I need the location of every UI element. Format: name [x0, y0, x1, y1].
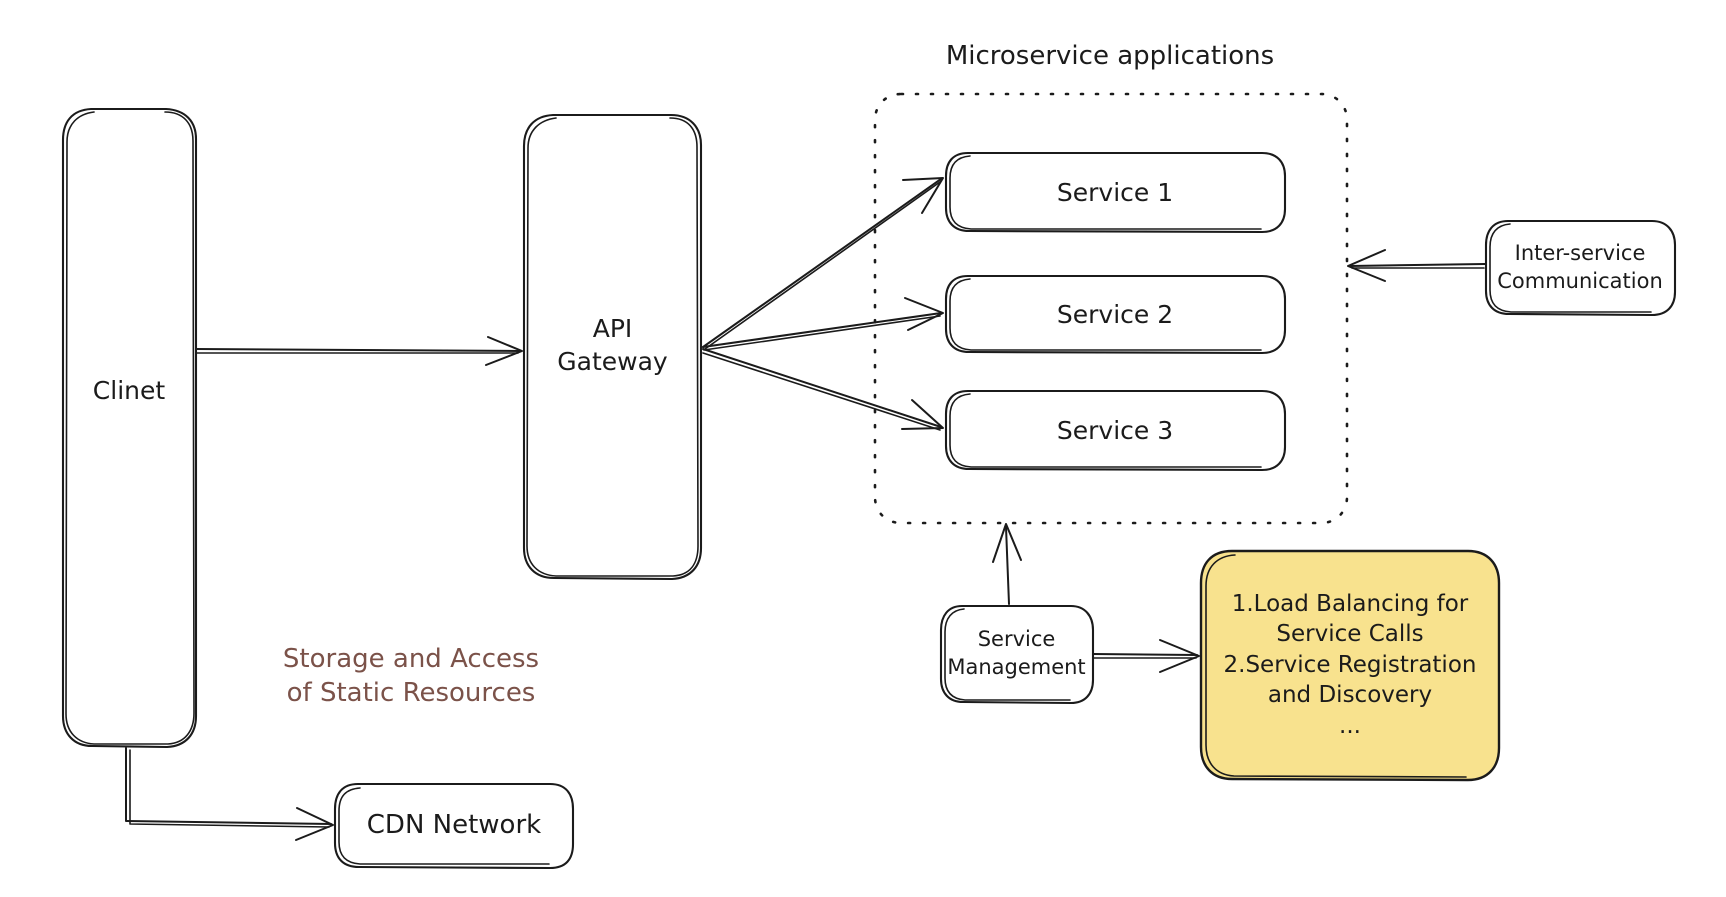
edge-api-gateway-to-service-3: [702, 348, 944, 431]
service-3-box-shape[interactable]: [944, 389, 1287, 472]
service-1-box-shape[interactable]: [944, 151, 1287, 234]
cdn-network-box-shape[interactable]: [333, 782, 575, 870]
microservice-applications-group-outline: [873, 92, 1349, 525]
edge-service-management-to-microservices: [992, 523, 1022, 605]
edge-client-to-api-gateway: [195, 336, 523, 366]
microservice-applications-group-title: Microservice applications: [945, 41, 1275, 71]
service-2-box-shape[interactable]: [944, 274, 1287, 355]
edge-service-management-to-capabilities-note: [1092, 639, 1200, 673]
capabilities-note-box-shape[interactable]: [1199, 549, 1501, 782]
edge-inter-service-to-microservices: [1347, 249, 1486, 282]
edge-api-gateway-to-service-1: [702, 177, 944, 350]
service-management-box-shape[interactable]: [939, 604, 1095, 705]
inter-service-communication-box-shape[interactable]: [1484, 219, 1677, 317]
api-gateway-box-shape[interactable]: [522, 113, 703, 581]
edge-api-gateway-to-service-2: [702, 297, 944, 351]
edge-client-to-cdn-network: [125, 747, 334, 841]
client-box-shape[interactable]: [61, 107, 198, 749]
static-resources-annotation: Storage and Access of Static Resources: [282, 644, 540, 708]
